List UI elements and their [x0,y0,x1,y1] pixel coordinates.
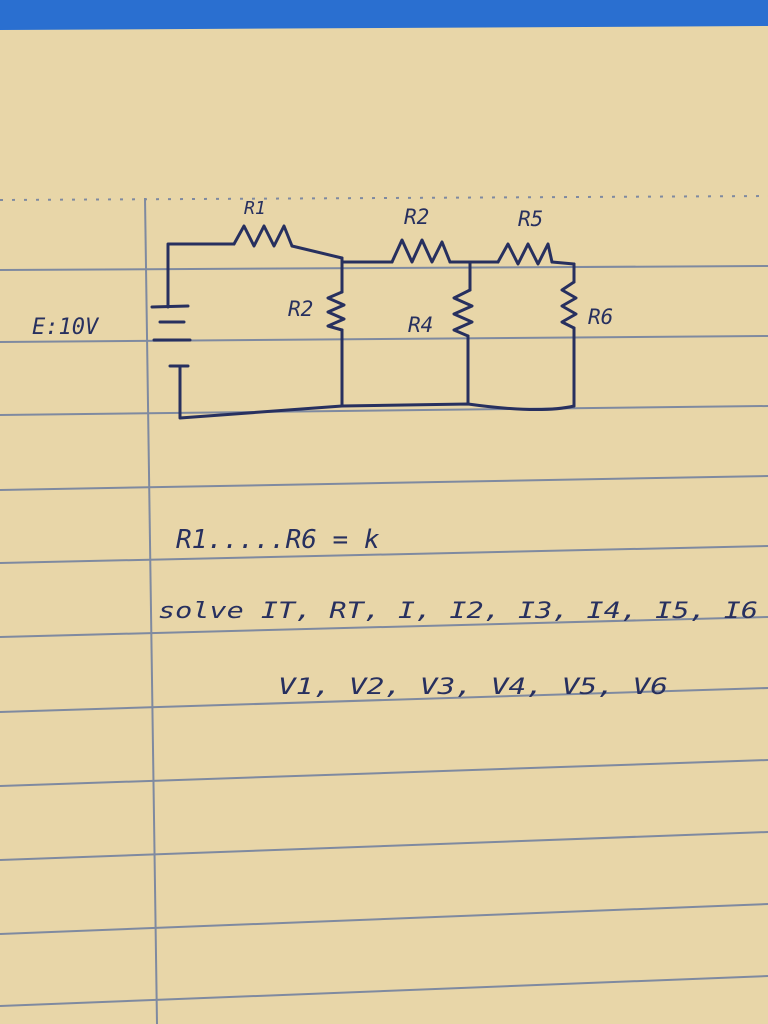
note-line-3: V1, V2, V3, V4, V5, V6 [278,675,668,700]
margin-line [144,197,158,1024]
label-r6: R6 [588,305,613,329]
label-r2-top: R2 [404,205,429,229]
resistor-r5 [496,242,554,266]
resistor-r2 [390,238,452,264]
note-line-1: R1.....R6 = k [176,525,380,555]
wire-bottom [178,364,576,420]
paper-sheet [0,26,768,1024]
resistor-r4 [452,288,474,338]
wire-r1-node [290,244,344,260]
notes: R1.....R6 = k solve IT, RT, I, I2, I3, I… [158,525,758,700]
ruled-lines [0,195,768,1007]
label-r1: R1 [244,198,266,219]
note-line-2: solve IT, RT, I, I2, I3, I4, I5, I6 [158,599,758,624]
label-r5: R5 [518,207,543,231]
label-source: E:10V [32,315,100,340]
label-r4: R4 [408,313,433,337]
wire-left-top [166,242,236,307]
label-r2-shunt: R2 [288,297,313,321]
battery-plate-long [150,304,190,309]
resistor-r2-shunt [326,290,346,332]
resistor-r1 [232,224,294,248]
resistor-r6 [560,280,578,330]
wire-r5-right [550,260,576,266]
circuit-labels: E:10V R1 R2 R5 R2 R4 R6 [32,198,613,340]
circuit-diagram [150,224,578,420]
